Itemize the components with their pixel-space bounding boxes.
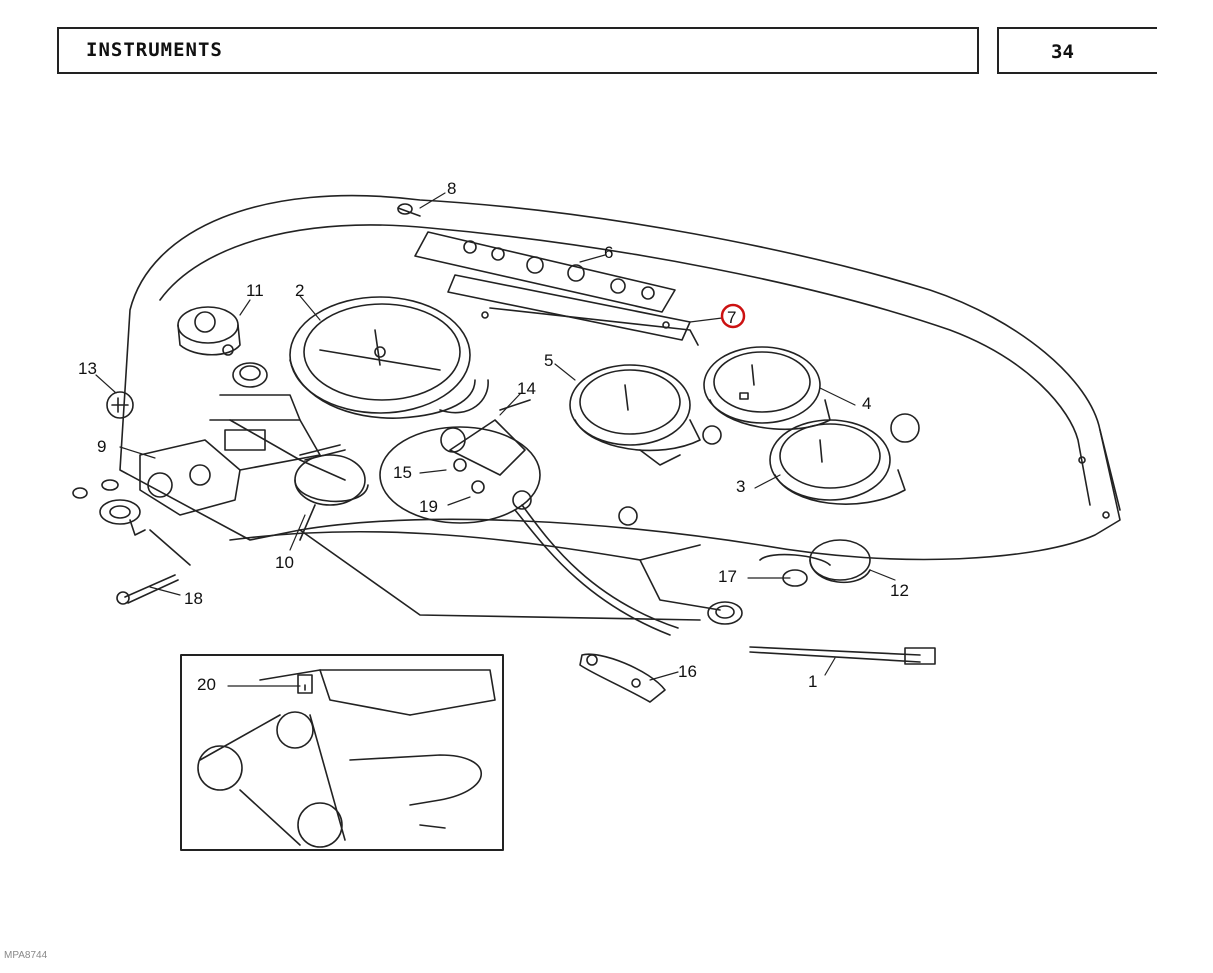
callout-19: 19 bbox=[419, 497, 438, 516]
ignition-switch bbox=[294, 444, 369, 541]
cap-13 bbox=[106, 391, 134, 419]
callout-1: 1 bbox=[808, 672, 817, 691]
callout-12: 12 bbox=[890, 581, 909, 600]
gauge-4 bbox=[703, 346, 831, 431]
callout-10: 10 bbox=[275, 553, 294, 572]
retaining-plate bbox=[579, 653, 666, 703]
callout-5: 5 bbox=[544, 351, 553, 370]
callout-7-highlight bbox=[720, 303, 746, 329]
grommet bbox=[707, 601, 743, 625]
callout-15: 15 bbox=[393, 463, 412, 482]
callout-13: 13 bbox=[78, 359, 97, 378]
callout-3: 3 bbox=[736, 477, 745, 496]
switch-bracket-assembly bbox=[72, 394, 346, 566]
screw bbox=[397, 203, 421, 217]
engine-detail-inset bbox=[180, 654, 504, 851]
speedometer-cable bbox=[514, 504, 936, 665]
callout-18: 18 bbox=[184, 589, 203, 608]
callout-17: 17 bbox=[718, 567, 737, 586]
bracket-inset bbox=[379, 399, 541, 524]
dashboard-panel bbox=[119, 194, 1121, 621]
gauge-5 bbox=[569, 364, 701, 466]
callout-16: 16 bbox=[678, 662, 697, 681]
page-number-box: 34 bbox=[997, 27, 1157, 74]
warning-light-panel bbox=[414, 231, 699, 346]
callouts: 1 2 3 4 5 6 8 9 10 11 12 13 14 15 16 17 … bbox=[78, 179, 909, 694]
callout-14: 14 bbox=[517, 379, 536, 398]
callout-6: 6 bbox=[604, 243, 613, 262]
tachometer-gauge bbox=[289, 296, 489, 419]
bolt bbox=[116, 574, 179, 605]
gauge-3 bbox=[769, 419, 906, 505]
callout-11: 11 bbox=[246, 281, 264, 300]
callout-7: 7 bbox=[727, 308, 736, 327]
leader-lines bbox=[95, 192, 896, 687]
callout-9: 9 bbox=[97, 437, 106, 456]
drawing-code: MPA8744 bbox=[4, 950, 48, 961]
callout-8: 8 bbox=[447, 179, 456, 198]
knob-11 bbox=[177, 306, 268, 388]
title-box: INSTRUMENTS bbox=[57, 27, 979, 74]
page-title: INSTRUMENTS bbox=[86, 39, 223, 61]
callout-2: 2 bbox=[295, 281, 304, 300]
page-number: 34 bbox=[1051, 41, 1074, 63]
sender-unit bbox=[759, 539, 871, 587]
callout-20: 20 bbox=[197, 675, 216, 694]
callout-4: 4 bbox=[862, 394, 871, 413]
